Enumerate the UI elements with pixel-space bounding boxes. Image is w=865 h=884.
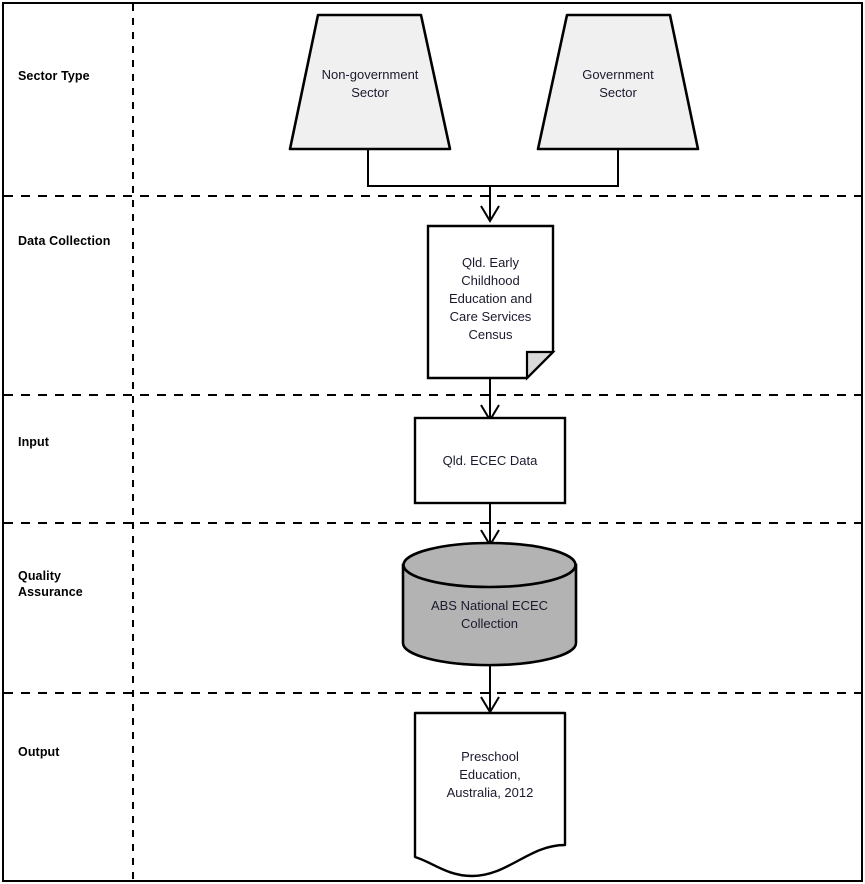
node-label-non-government-sector: Non-government Sector (321, 67, 419, 100)
node-preschool-education-publication[interactable] (413, 711, 567, 878)
swimlane-label-data-collection: Data Collection (18, 234, 111, 248)
folded-corner-icon (525, 350, 556, 381)
node-non-government-sector[interactable] (288, 13, 452, 151)
node-government-sector[interactable] (536, 13, 700, 151)
swimlane-label-quality-assurance: Quality Assurance (18, 569, 83, 599)
node-label-qld-ecec-data: Qld. ECEC Data (442, 452, 538, 468)
connector-sectors-to-census (367, 149, 619, 223)
node-label-qld-census: Qld. Early Childhood Education and Care … (448, 255, 533, 342)
node-abs-national-collection[interactable] (401, 541, 578, 667)
node-qld-ecec-data[interactable] (413, 416, 567, 505)
node-qld-census[interactable] (426, 224, 556, 381)
swimlane-label-sector-type: Sector Type (18, 69, 90, 83)
node-label-government-sector: Government Sector (582, 67, 654, 100)
node-label-abs-national-collection: ABS National ECEC Collection (430, 597, 549, 631)
swimlane-label-input: Input (18, 435, 50, 449)
swimlane-label-output: Output (18, 745, 60, 759)
node-label-preschool-education-publication: Preschool Education, Australia, 2012 (446, 749, 534, 800)
